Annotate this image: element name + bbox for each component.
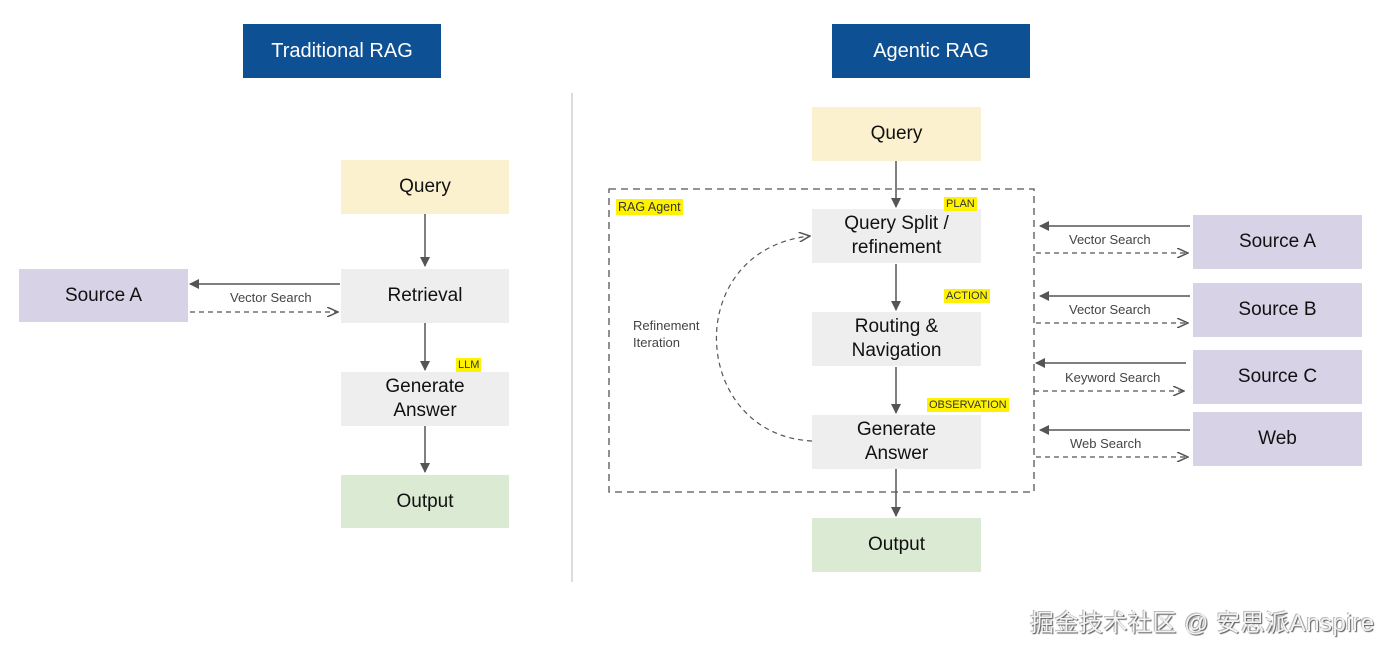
traditional-rag-title: Traditional RAG [243, 24, 441, 78]
agentic-web-node: Web [1193, 412, 1362, 466]
agentic-source-c-node: Source C [1193, 350, 1362, 404]
trad-retrieval-node: Retrieval [341, 269, 509, 323]
source-a-edge-label: Vector Search [1069, 232, 1151, 247]
watermark: 掘金技术社区 @ 安思派Anspire [1030, 610, 1375, 637]
agentic-query-node: Query [812, 107, 981, 161]
source-b-edge-label: Vector Search [1069, 302, 1151, 317]
trad-source-a-node: Source A [19, 269, 188, 322]
agentic-generate-answer-node: Generate Answer [812, 415, 981, 469]
plan-tag: PLAN [944, 197, 977, 211]
action-tag: ACTION [944, 289, 990, 303]
rag-agent-label: RAG Agent [616, 199, 683, 215]
trad-output-node: Output [341, 475, 509, 528]
trad-vector-search-label: Vector Search [230, 290, 312, 305]
agentic-source-b-node: Source B [1193, 283, 1362, 337]
trad-query-node: Query [341, 160, 509, 214]
rag-agent-container [608, 188, 1035, 493]
agentic-output-node: Output [812, 518, 981, 572]
agentic-source-a-node: Source A [1193, 215, 1362, 269]
routing-navigation-node: Routing & Navigation [812, 312, 981, 366]
web-edge-label: Web Search [1070, 436, 1142, 451]
observation-tag: OBSERVATION [927, 398, 1009, 412]
agentic-rag-title: Agentic RAG [832, 24, 1030, 78]
refinement-loop-arrow [715, 236, 813, 442]
trad-generate-answer-node: Generate Answer [341, 372, 509, 426]
source-c-edge-label: Keyword Search [1065, 370, 1161, 385]
llm-tag: LLM [456, 358, 482, 372]
refinement-iteration-label: Refinement Iteration [633, 318, 700, 350]
query-split-node: Query Split / refinement [812, 209, 981, 263]
